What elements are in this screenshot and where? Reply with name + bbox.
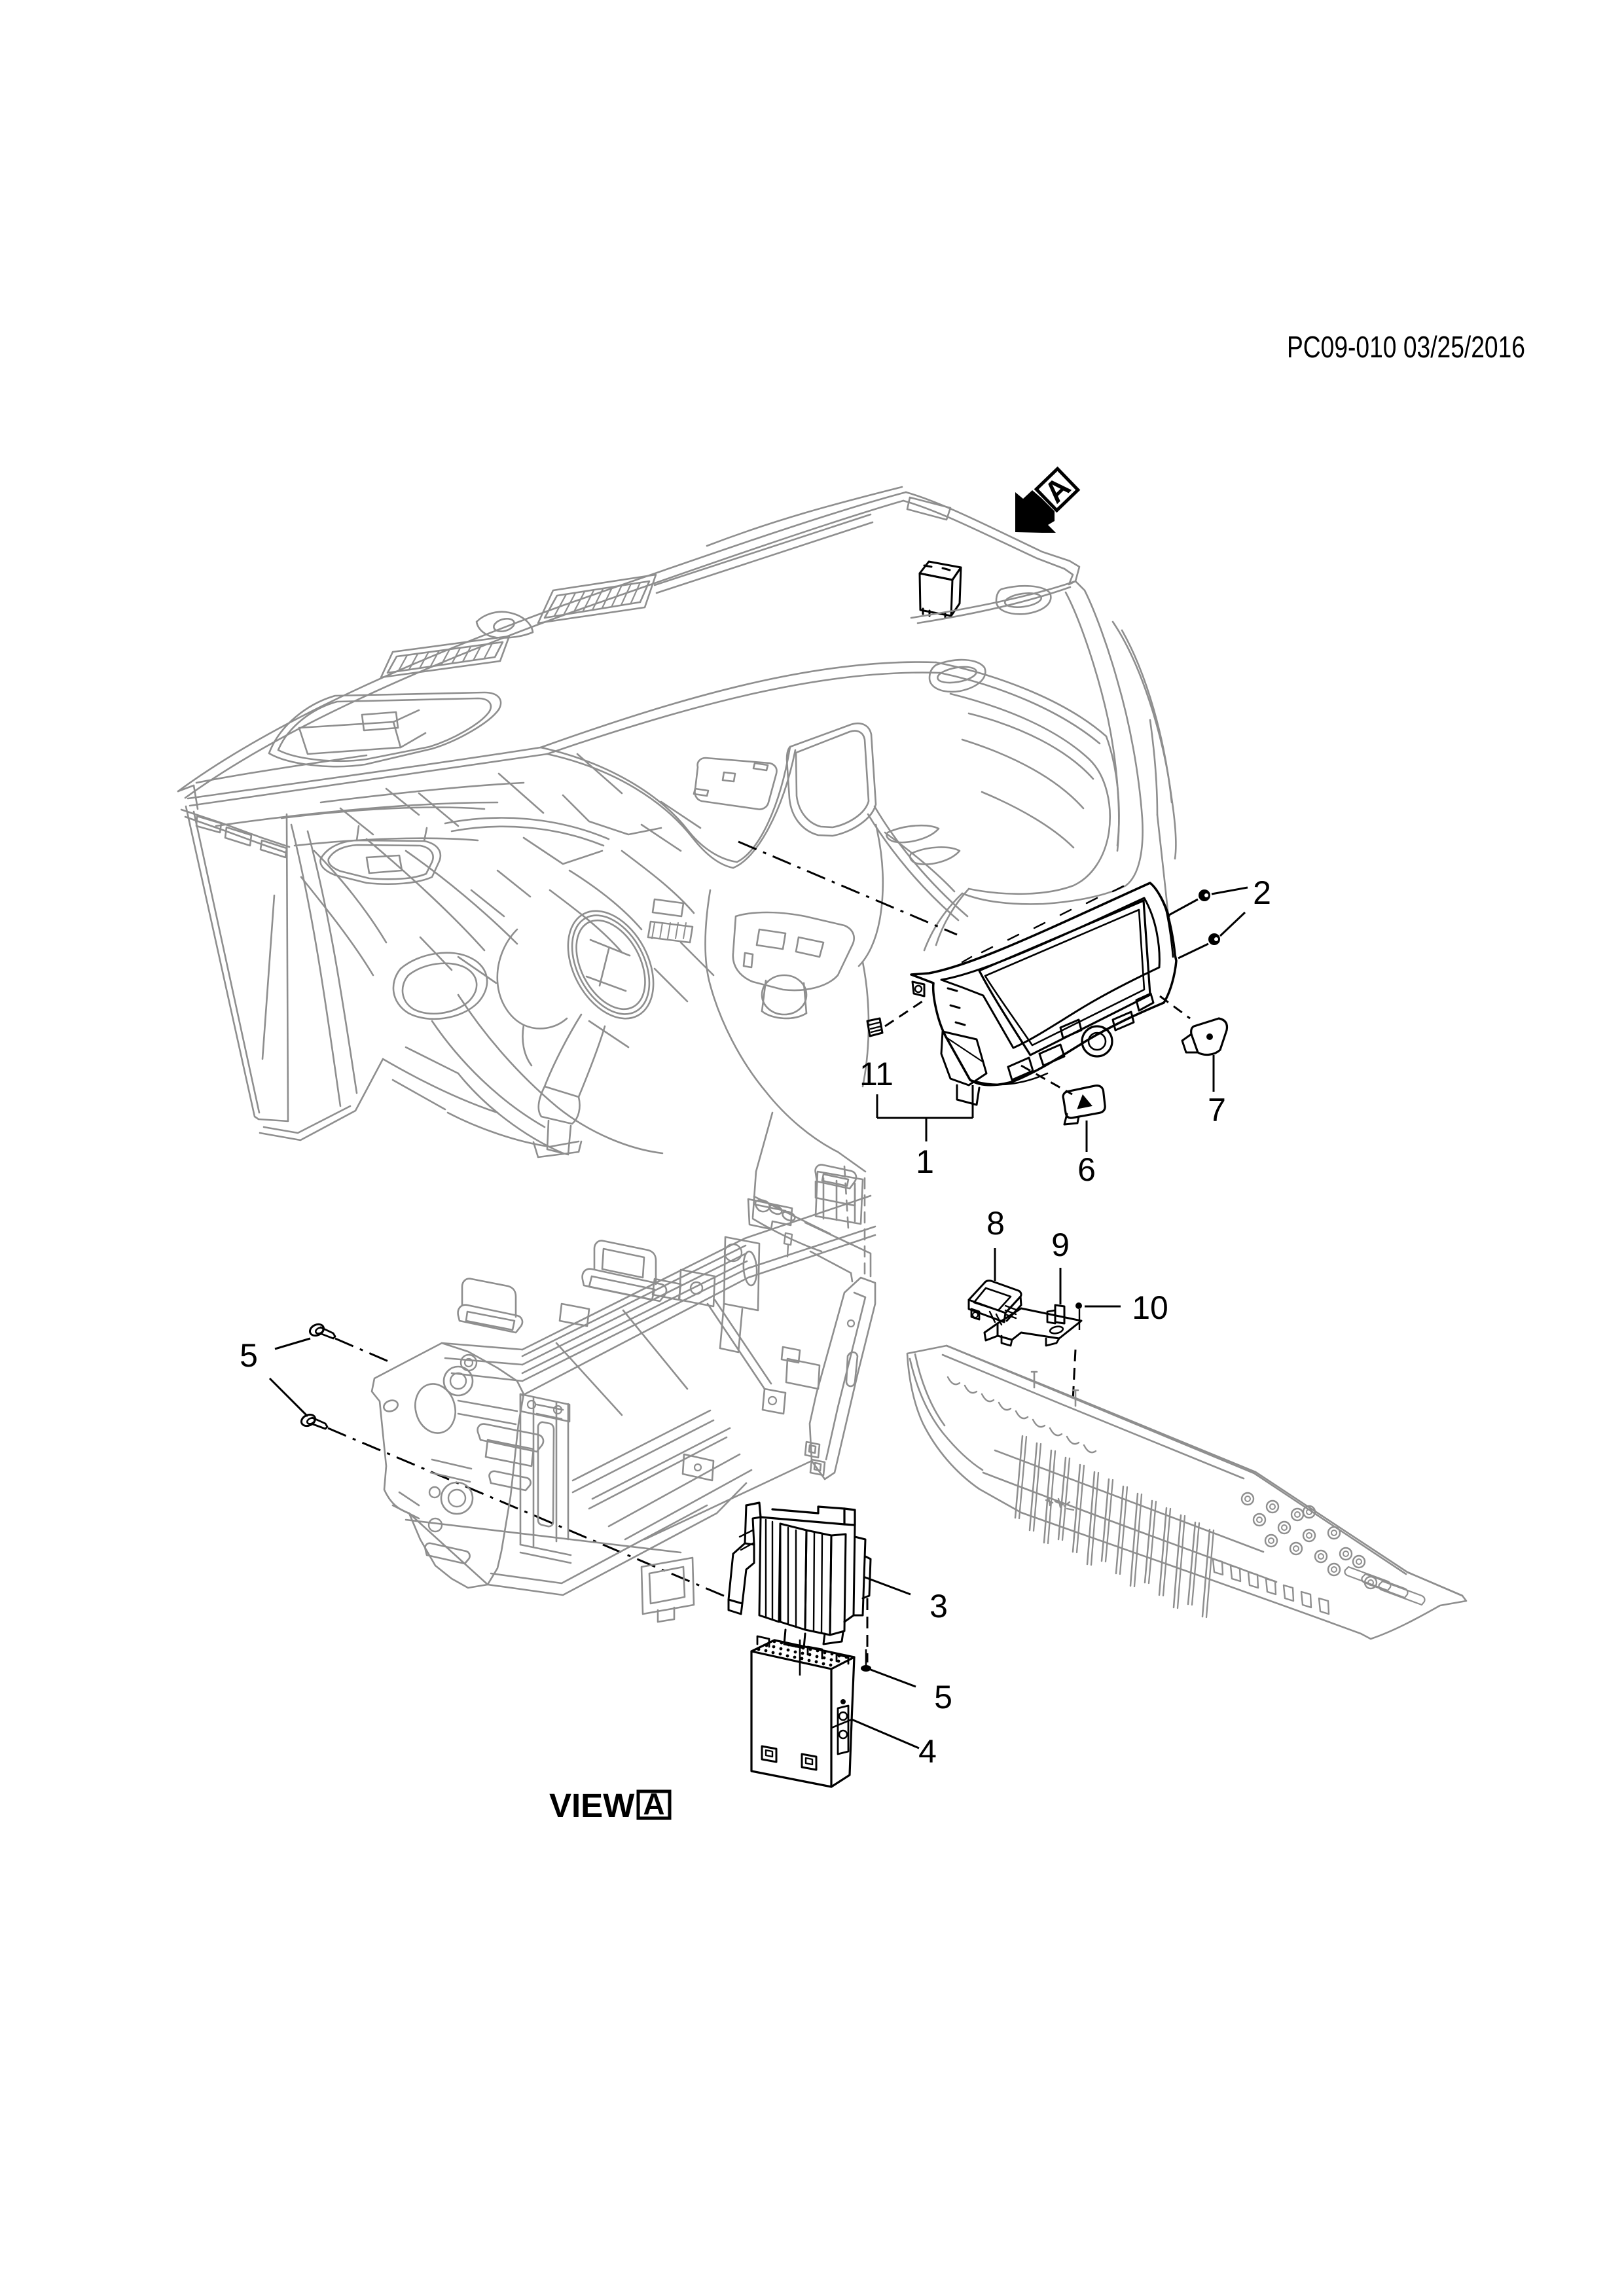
svg-text:1: 1 bbox=[916, 1143, 934, 1180]
svg-text:11: 11 bbox=[859, 1056, 893, 1092]
svg-text:6: 6 bbox=[1077, 1151, 1096, 1188]
svg-text:2: 2 bbox=[1253, 874, 1271, 911]
svg-text:10: 10 bbox=[1132, 1289, 1168, 1326]
svg-text:A: A bbox=[643, 1787, 664, 1821]
svg-text:3: 3 bbox=[929, 1588, 948, 1624]
svg-text:9: 9 bbox=[1051, 1227, 1070, 1263]
svg-text:PC09-010 03/25/2016: PC09-010 03/25/2016 bbox=[1287, 330, 1525, 364]
svg-text:5: 5 bbox=[934, 1679, 952, 1715]
svg-text:8: 8 bbox=[986, 1205, 1005, 1242]
svg-text:4: 4 bbox=[918, 1733, 937, 1770]
svg-text:7: 7 bbox=[1208, 1092, 1226, 1128]
svg-text:5: 5 bbox=[240, 1337, 258, 1374]
svg-text:VIEW: VIEW bbox=[549, 1787, 635, 1824]
